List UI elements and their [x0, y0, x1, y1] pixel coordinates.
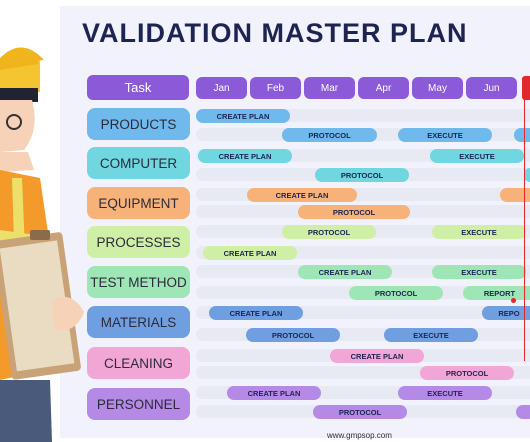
personnel-extra-bar: [516, 405, 530, 419]
cleaning-protocol-bar: PROTOCOL: [420, 366, 514, 380]
products-execute-bar: EXECUTE: [398, 128, 492, 142]
task-column-header: Task: [87, 75, 189, 100]
month-feb: Feb: [250, 77, 301, 99]
current-month-marker: [522, 76, 530, 100]
computer-create-plan-bar: CREATE PLAN: [198, 149, 292, 163]
computer-protocol-bar: PROTOCOL: [315, 168, 409, 182]
website-footer: www.gmpsop.com: [327, 431, 392, 440]
task-cleaning: CLEANING: [87, 347, 190, 379]
products-extra-bar: [514, 128, 530, 142]
task-equipment: EQUIPMENT: [87, 187, 190, 219]
worker-illustration: [0, 47, 84, 442]
materials-repo-bar: REPO: [482, 306, 530, 320]
task-products: PRODUCTS: [87, 108, 190, 140]
test-method-report-bar: REPORT: [463, 286, 530, 300]
processes-protocol-bar: PROTOCOL: [282, 225, 376, 239]
test-method-protocol-bar: PROTOCOL: [349, 286, 443, 300]
task-test-method: TEST METHOD: [87, 266, 190, 298]
task-processes: PROCESSES: [87, 226, 190, 258]
materials-protocol-bar: PROTOCOL: [246, 328, 340, 342]
equipment-extra-bar: [500, 188, 530, 202]
processes-create-plan-bar: CREATE PLAN: [203, 246, 297, 260]
today-dot: [511, 298, 516, 303]
task-computer: COMPUTER: [87, 147, 190, 179]
processes-execute-bar: EXECUTE: [432, 225, 526, 239]
personnel-execute-bar: EXECUTE: [398, 386, 492, 400]
products-protocol-bar: PROTOCOL: [282, 128, 377, 142]
materials-execute-bar: EXECUTE: [384, 328, 478, 342]
personnel-protocol-bar: PROTOCOL: [313, 405, 407, 419]
task-materials: MATERIALS: [87, 306, 190, 338]
products-create-plan-bar: CREATE PLAN: [196, 109, 290, 123]
month-may: May: [412, 77, 463, 99]
test-method-create-plan-bar: CREATE PLAN: [298, 265, 392, 279]
materials-create-plan-bar: CREATE PLAN: [209, 306, 303, 320]
month-mar: Mar: [304, 77, 355, 99]
month-jun: Jun: [466, 77, 517, 99]
equipment-create-plan-bar: CREATE PLAN: [247, 188, 357, 202]
computer-execute-bar: EXECUTE: [430, 149, 524, 163]
equipment-protocol-bar: PROTOCOL: [298, 205, 410, 219]
page-title: VALIDATION MASTER PLAN: [82, 18, 468, 48]
month-apr: Apr: [358, 77, 409, 99]
test-method-execute-bar: EXECUTE: [432, 265, 526, 279]
personnel-create-plan-bar: CREATE PLAN: [227, 386, 321, 400]
computer-extra-bar: [524, 168, 530, 182]
today-line: [524, 99, 525, 361]
task-personnel: PERSONNEL: [87, 388, 190, 420]
cleaning-create-plan-bar: CREATE PLAN: [330, 349, 424, 363]
month-jan: Jan: [196, 77, 247, 99]
